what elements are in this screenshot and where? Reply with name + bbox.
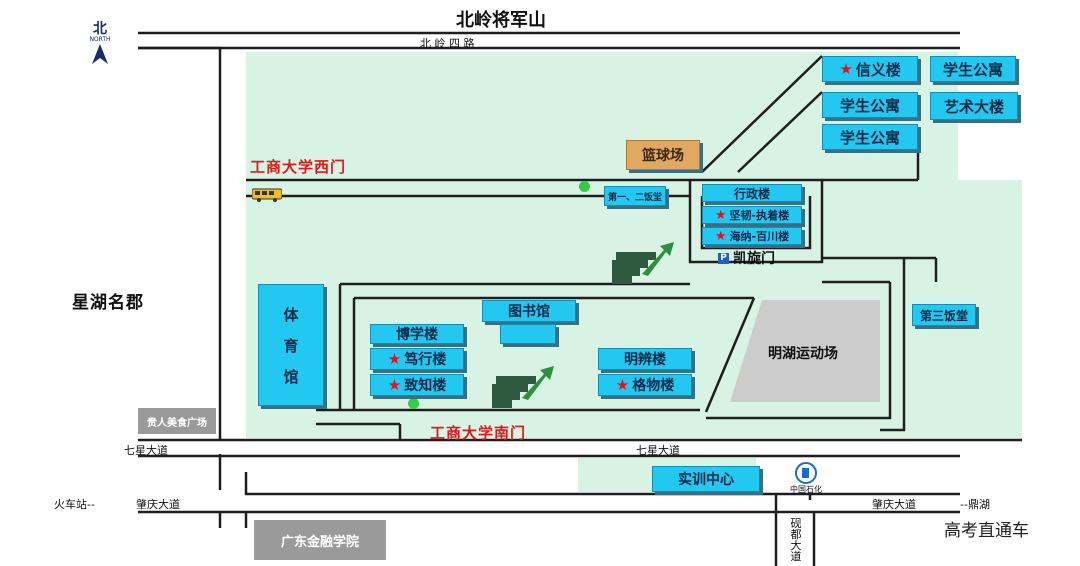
parking-icon: P [718, 252, 729, 264]
top-title: 北岭将军山 [456, 10, 546, 31]
star-icon: ★ [839, 60, 853, 78]
building-dorm-1: 学生公寓 [930, 56, 1016, 82]
canteen-1-2: 第一、二饭堂 [604, 186, 666, 206]
compass-en-label: NORTH [89, 36, 111, 43]
building-haina: ★海纳-百川楼 [702, 227, 802, 245]
zhaoqing-road-right-label: 肇庆大道 [872, 498, 916, 511]
building-art: 艺术大楼 [930, 92, 1018, 120]
dinghu-label: --鼎湖 [960, 498, 990, 511]
food-plaza: 贵人美食广场 [138, 408, 216, 434]
compass-arrow-icon [92, 44, 108, 64]
beiling-road-label: 北 岭 四 路 [420, 37, 475, 50]
mingshu-field-shape [730, 300, 880, 402]
training-center: 实训中心 [652, 466, 760, 492]
gymnasium: 体 育 馆 [258, 284, 324, 406]
south-gate-label: 工商大学南门 [430, 424, 527, 442]
building-duxing: ★笃行楼 [370, 348, 464, 370]
canteen-3: 第三饭堂 [912, 304, 976, 326]
building-dorm-3: 学生公寓 [822, 124, 918, 150]
sinopec-station: 中国石化 [784, 462, 828, 495]
building-boxue: 博学楼 [370, 324, 464, 344]
library-block [500, 324, 556, 344]
basketball-court: 篮球场 [626, 140, 700, 170]
kaixuan-gate-label: 凯旋门 [733, 251, 775, 267]
building-gewu: ★格物楼 [598, 374, 692, 396]
building-dorm-2: 学生公寓 [822, 92, 918, 118]
watermark: 高考直通车 [944, 521, 1029, 541]
building-jianren: ★坚韧-执着楼 [702, 206, 802, 224]
building-xinyi: ★信义楼 [822, 56, 918, 82]
green-dot-marker [579, 181, 590, 192]
finance-college: 广东金融学院 [254, 520, 386, 560]
star-icon: ★ [714, 207, 727, 223]
building-zhizhi: ★致知楼 [370, 374, 464, 396]
xinghu-label: 星湖名郡 [72, 293, 144, 313]
qixing-road-left-label: 七星大道 [124, 444, 168, 457]
sinopec-label: 中国石化 [790, 485, 822, 494]
sinopec-icon [795, 462, 817, 484]
kaixuan-gate: P 凯旋门 [718, 248, 775, 268]
star-icon: ★ [714, 228, 727, 244]
building-admin: 行政楼 [702, 184, 802, 202]
star-icon: ★ [387, 376, 402, 394]
stairs-arrow-icon [492, 366, 554, 408]
west-gate-label: 工商大学西门 [250, 158, 347, 176]
compass: 北 NORTH [80, 22, 120, 64]
compass-cn-label: 北 [93, 21, 107, 37]
stairs-arrow-icon [612, 242, 674, 284]
train-station-label: 火车站-- [54, 498, 95, 511]
zhaoqing-road-left-label: 肇庆大道 [136, 498, 180, 511]
star-icon: ★ [387, 350, 402, 368]
mingshu-field-label: 明湖运动场 [768, 346, 838, 362]
star-icon: ★ [615, 376, 630, 394]
green-dot-marker [408, 398, 419, 409]
yandu-road-label: 砚 都 大 道 [790, 517, 802, 563]
qixing-road-center-label: 七星大道 [636, 444, 680, 457]
library: 图书馆 [482, 300, 576, 322]
building-mingbian: 明辨楼 [598, 348, 692, 370]
bus-icon [252, 188, 282, 202]
